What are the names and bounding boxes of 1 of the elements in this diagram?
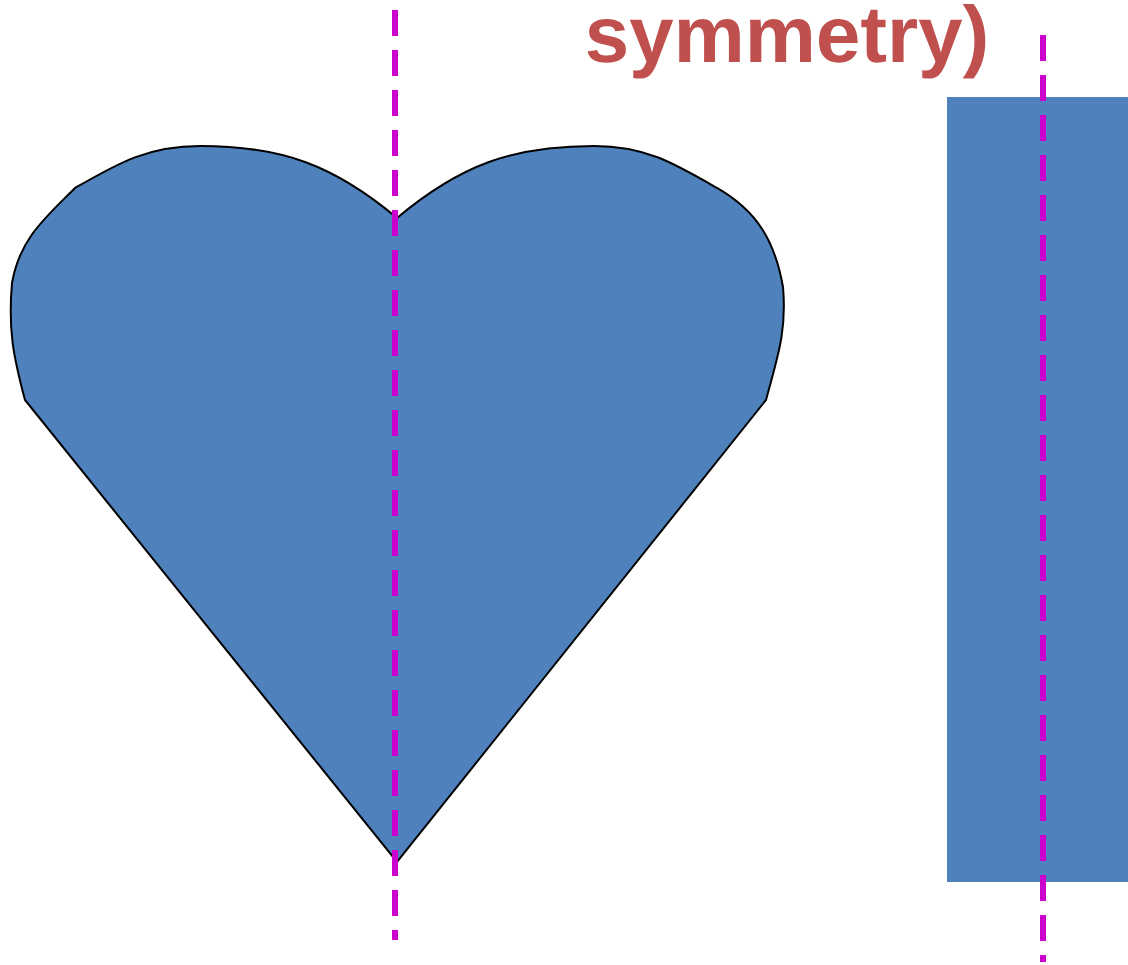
heading-text: symmetry) xyxy=(587,4,986,79)
